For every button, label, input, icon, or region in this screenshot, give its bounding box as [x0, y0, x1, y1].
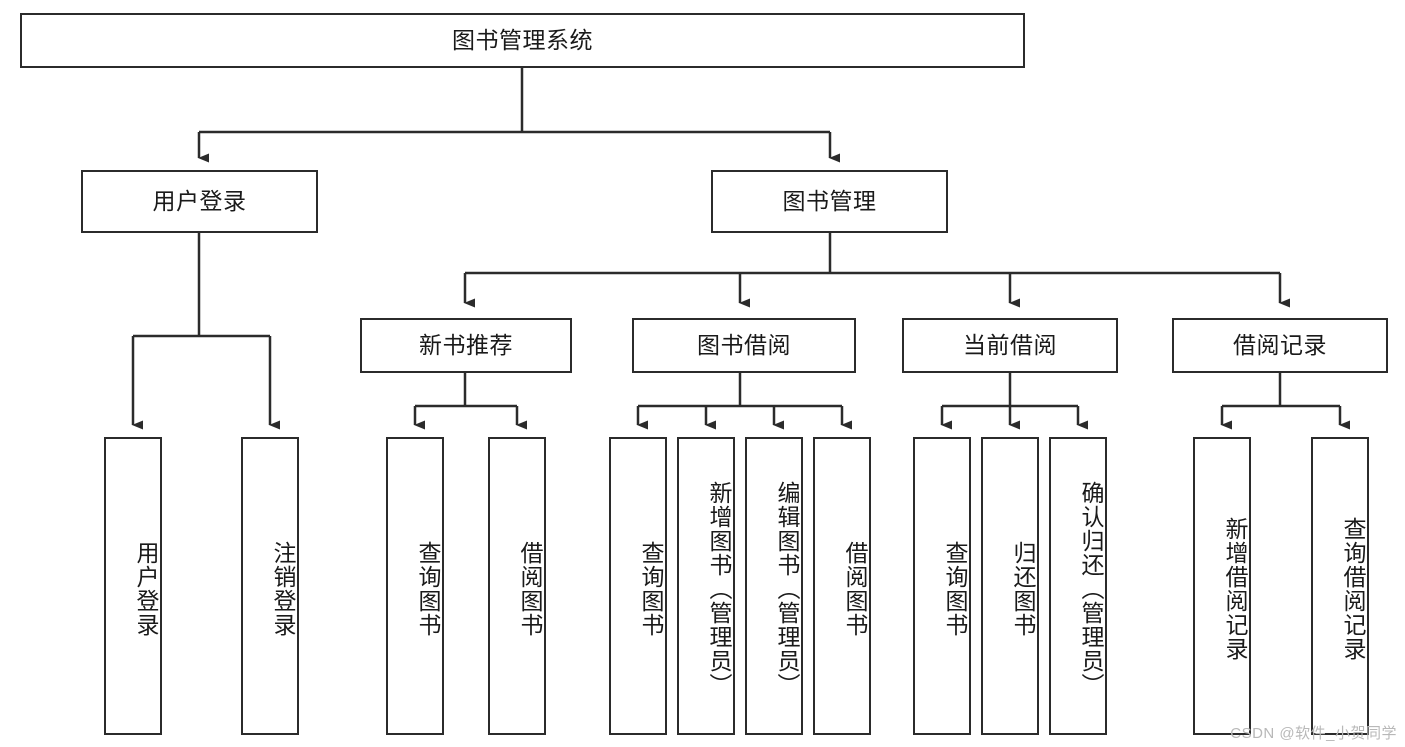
node-label: 查询借阅记录	[1340, 517, 1366, 661]
node-book-management[interactable]: 图书管理	[711, 170, 948, 233]
node-label: 归还图书	[1010, 541, 1036, 637]
node-label: 图书管理系统	[452, 26, 593, 53]
node-label: 当前借阅	[963, 331, 1057, 358]
node-label: 查询图书	[415, 541, 441, 637]
leaf-borrow-edit-book-admin[interactable]: 编辑图书（管理员）	[745, 437, 803, 735]
node-label: 借阅图书	[842, 541, 868, 637]
node-new-book-recommend[interactable]: 新书推荐	[360, 318, 572, 373]
node-label: 借阅记录	[1233, 331, 1327, 358]
leaf-logout[interactable]: 注销登录	[241, 437, 299, 735]
node-current-borrow[interactable]: 当前借阅	[902, 318, 1118, 373]
node-label: 新增图书（管理员）	[706, 481, 732, 697]
node-label: 编辑图书（管理员）	[774, 481, 800, 697]
leaf-user-login[interactable]: 用户登录	[104, 437, 162, 735]
node-label: 图书管理	[782, 187, 877, 214]
node-label: 查询图书	[638, 541, 664, 637]
node-label: 确认归还（管理员）	[1078, 481, 1104, 697]
leaf-current-confirm-return-admin[interactable]: 确认归还（管理员）	[1049, 437, 1107, 735]
node-borrow-record[interactable]: 借阅记录	[1172, 318, 1388, 373]
node-label: 新增借阅记录	[1222, 517, 1248, 661]
node-label: 注销登录	[270, 541, 296, 637]
leaf-current-return-book[interactable]: 归还图书	[981, 437, 1039, 735]
node-user-login[interactable]: 用户登录	[81, 170, 318, 233]
node-label: 用户登录	[133, 541, 159, 637]
leaf-current-query-book[interactable]: 查询图书	[913, 437, 971, 735]
node-label: 用户登录	[152, 187, 247, 214]
leaf-record-query-borrow-record[interactable]: 查询借阅记录	[1311, 437, 1369, 735]
node-book-borrow[interactable]: 图书借阅	[632, 318, 856, 373]
node-root-book-management-system[interactable]: 图书管理系统	[20, 13, 1025, 68]
leaf-recommend-query-book[interactable]: 查询图书	[386, 437, 444, 735]
node-label: 图书借阅	[697, 331, 791, 358]
leaf-borrow-add-book-admin[interactable]: 新增图书（管理员）	[677, 437, 735, 735]
leaf-recommend-borrow-book[interactable]: 借阅图书	[488, 437, 546, 735]
leaf-borrow-query-book[interactable]: 查询图书	[609, 437, 667, 735]
leaf-borrow-borrow-book[interactable]: 借阅图书	[813, 437, 871, 735]
leaf-record-add-borrow-record[interactable]: 新增借阅记录	[1193, 437, 1251, 735]
csdn-watermark: CSDN @软件_小贺同学	[1230, 725, 1397, 742]
node-label: 新书推荐	[419, 331, 513, 358]
node-label: 借阅图书	[517, 541, 543, 637]
node-label: 查询图书	[942, 541, 968, 637]
